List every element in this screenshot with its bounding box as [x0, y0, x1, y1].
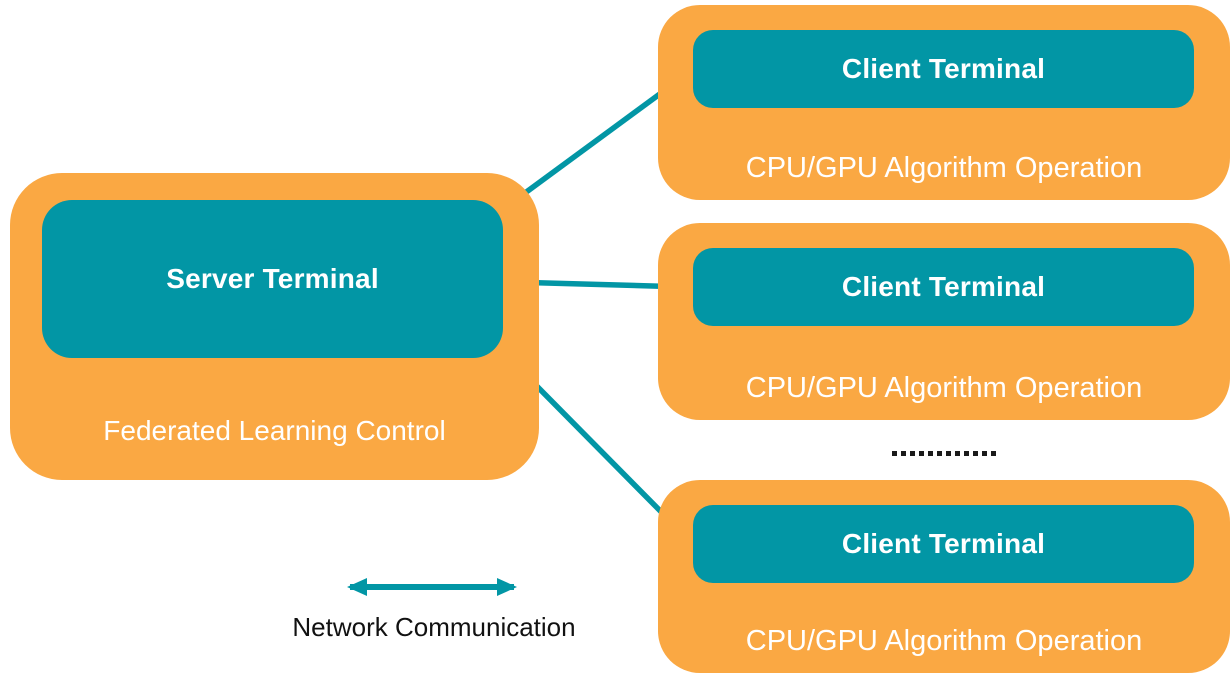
client-terminal-box-3: Client Terminal: [693, 505, 1194, 583]
cpu-gpu-label-1: CPU/GPU Algorithm Operation: [745, 152, 1143, 184]
server-terminal-title: Server Terminal: [166, 263, 379, 294]
client-terminal-title-2: Client Terminal: [841, 271, 1046, 302]
client-terminal-title-1: Client Terminal: [841, 53, 1046, 84]
cpu-gpu-label-2: CPU/GPU Algorithm Operation: [745, 372, 1143, 404]
client-terminal-box-1: Client Terminal: [693, 30, 1194, 108]
client-group-3: Client Terminal CPU/GPU Algorithm Operat…: [658, 480, 1230, 673]
client-group-1: Client Terminal CPU/GPU Algorithm Operat…: [658, 5, 1230, 200]
ellipsis-dots: [892, 450, 998, 456]
cpu-gpu-label-3: CPU/GPU Algorithm Operation: [745, 625, 1143, 657]
client-group-2: Client Terminal CPU/GPU Algorithm Operat…: [658, 223, 1230, 420]
federated-learning-label: Federated Learning Control: [103, 415, 446, 446]
server-group: Server Terminal Federated Learning Contr…: [10, 173, 539, 480]
server-terminal-box: Server Terminal: [42, 200, 503, 358]
client-terminal-title-3: Client Terminal: [841, 528, 1046, 559]
client-terminal-box-2: Client Terminal: [693, 248, 1194, 326]
legend-label: Network Communication: [292, 612, 576, 642]
